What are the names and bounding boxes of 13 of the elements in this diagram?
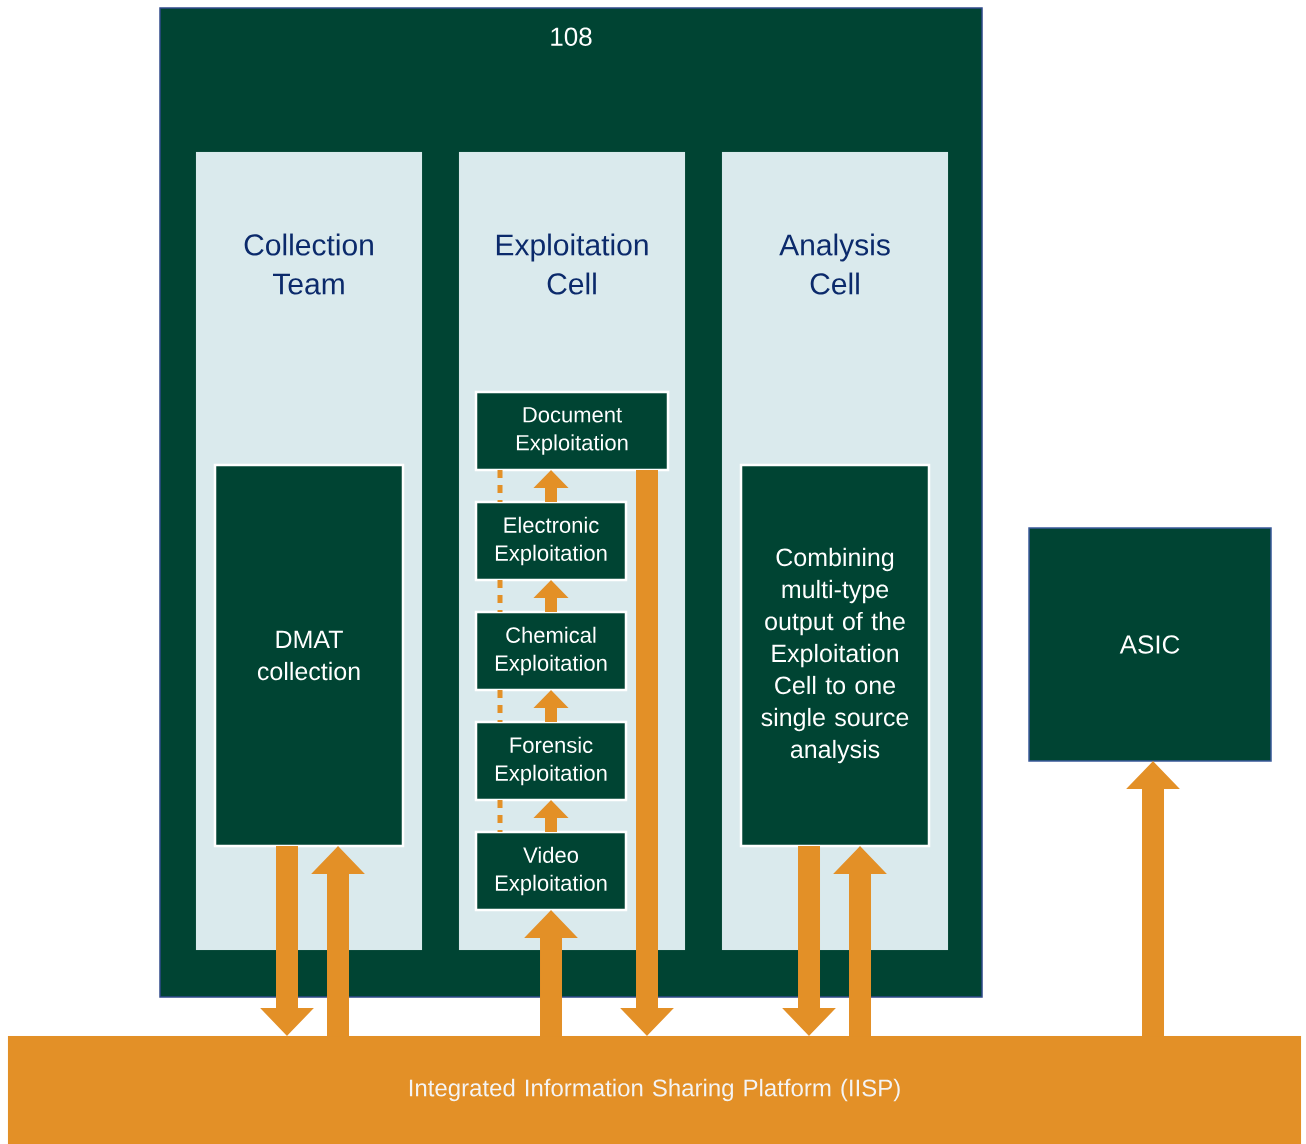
process-box: Combining multi-type output of the Exploitation Cell to one single source analysis [739,463,931,848]
process-box: Video Exploitation [474,830,628,912]
dashed-line [497,690,503,722]
process-box: Document Exploitation [474,390,670,472]
dashed-line [497,470,503,502]
platform-bar: Integrated Information Sharing Platform (IISP) [7,1035,1302,1144]
process-box: Electronic Exploitation [474,500,628,582]
dashed-line [497,800,503,832]
dashed-line [497,580,503,612]
process-box: Chemical Exploitation [474,610,628,692]
process-box: Forensic Exploitation [474,720,628,802]
process-box: ASIC [1028,527,1272,762]
process-box: DMAT collection [213,463,405,848]
